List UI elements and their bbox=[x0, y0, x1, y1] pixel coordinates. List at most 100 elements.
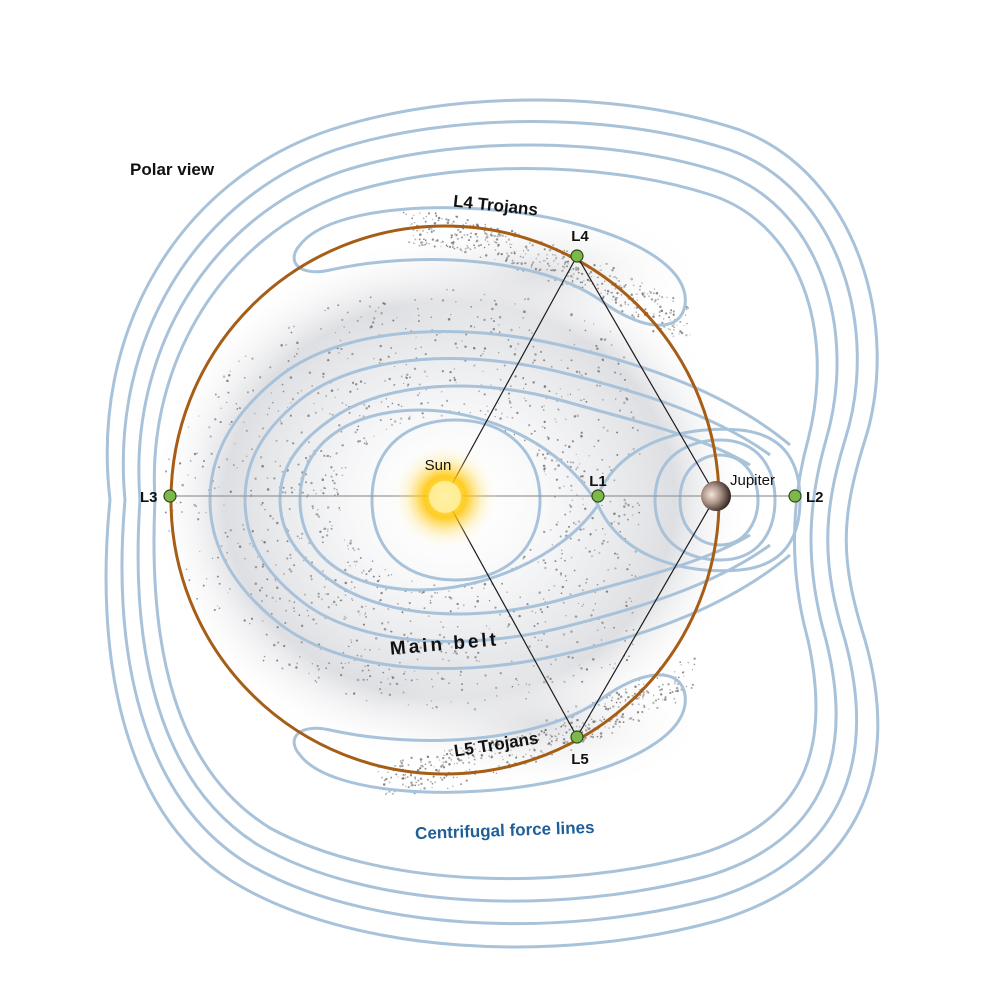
asteroid-dot bbox=[218, 582, 221, 585]
asteroid-dot bbox=[604, 707, 608, 710]
asteroid-dot bbox=[435, 768, 438, 772]
asteroid-dot bbox=[406, 385, 409, 387]
asteroid-dot bbox=[578, 584, 581, 588]
asteroid-dot bbox=[554, 418, 556, 420]
asteroid-dot bbox=[415, 336, 417, 339]
asteroid-dot bbox=[555, 460, 558, 462]
asteroid-dot bbox=[368, 570, 371, 573]
asteroid-dot bbox=[425, 242, 428, 244]
asteroid-dot bbox=[554, 560, 557, 563]
asteroid-dot bbox=[388, 682, 392, 686]
asteroid-dot bbox=[214, 393, 217, 396]
asteroid-dot bbox=[641, 282, 643, 284]
asteroid-dot bbox=[465, 651, 468, 654]
asteroid-dot bbox=[369, 649, 371, 651]
asteroid-dot bbox=[501, 582, 504, 585]
asteroid-dot bbox=[413, 645, 416, 649]
asteroid-dot bbox=[271, 517, 275, 520]
asteroid-dot bbox=[602, 472, 604, 475]
asteroid-dot bbox=[522, 755, 525, 758]
asteroid-dot bbox=[612, 725, 615, 729]
asteroid-dot bbox=[441, 240, 444, 243]
asteroid-dot bbox=[366, 678, 368, 681]
asteroid-dot bbox=[434, 591, 436, 594]
asteroid-dot bbox=[632, 447, 635, 451]
asteroid-dot bbox=[377, 306, 380, 309]
asteroid-dot bbox=[537, 733, 541, 736]
asteroid-dot bbox=[378, 361, 381, 364]
asteroid-dot bbox=[452, 652, 455, 655]
asteroid-dot bbox=[469, 236, 472, 238]
asteroid-dot bbox=[317, 595, 320, 598]
asteroid-dot bbox=[537, 738, 540, 742]
asteroid-dot bbox=[644, 308, 647, 311]
asteroid-dot bbox=[652, 701, 655, 705]
asteroid-dot bbox=[438, 633, 442, 637]
asteroid-dot bbox=[508, 754, 511, 757]
asteroid-dot bbox=[332, 479, 334, 482]
asteroid-dot bbox=[378, 579, 381, 581]
asteroid-dot bbox=[631, 703, 634, 706]
asteroid-dot bbox=[573, 415, 577, 418]
asteroid-dot bbox=[249, 622, 251, 625]
asteroid-dot bbox=[511, 416, 514, 419]
asteroid-dot bbox=[339, 339, 342, 342]
asteroid-dot bbox=[514, 375, 517, 378]
asteroid-dot bbox=[394, 764, 397, 767]
asteroid-dot bbox=[470, 232, 472, 235]
asteroid-dot bbox=[501, 739, 503, 742]
asteroid-dot bbox=[561, 257, 564, 260]
asteroid-dot bbox=[167, 458, 171, 461]
asteroid-dot bbox=[288, 663, 291, 666]
asteroid-dot bbox=[488, 243, 490, 246]
asteroid-dot bbox=[316, 664, 319, 668]
asteroid-dot bbox=[602, 295, 605, 298]
asteroid-dot bbox=[581, 605, 584, 607]
asteroid-dot bbox=[424, 220, 427, 223]
asteroid-dot bbox=[505, 241, 508, 243]
asteroid-dot bbox=[554, 269, 557, 271]
asteroid-dot bbox=[543, 420, 546, 424]
asteroid-dot bbox=[289, 414, 292, 417]
asteroid-dot bbox=[503, 364, 506, 367]
asteroid-dot bbox=[393, 383, 396, 386]
asteroid-dot bbox=[624, 698, 627, 701]
asteroid-dot bbox=[456, 762, 458, 765]
asteroid-dot bbox=[405, 213, 408, 216]
asteroid-dot bbox=[560, 592, 563, 595]
asteroid-dot bbox=[519, 596, 522, 599]
asteroid-dot bbox=[528, 743, 530, 745]
asteroid-dot bbox=[440, 765, 443, 768]
asteroid-dot bbox=[284, 622, 287, 624]
asteroid-dot bbox=[550, 459, 554, 462]
asteroid-dot bbox=[585, 547, 587, 549]
asteroid-dot bbox=[657, 698, 660, 701]
asteroid-dot bbox=[354, 383, 358, 386]
asteroid-dot bbox=[511, 259, 514, 262]
asteroid-dot bbox=[442, 626, 445, 629]
asteroid-dot bbox=[450, 646, 453, 649]
asteroid-dot bbox=[293, 564, 296, 567]
asteroid-dot bbox=[507, 254, 510, 258]
asteroid-dot bbox=[589, 533, 592, 536]
asteroid-dot bbox=[286, 540, 289, 543]
asteroid-dot bbox=[519, 255, 522, 258]
asteroid-dot bbox=[194, 477, 197, 479]
asteroid-dot bbox=[179, 501, 182, 504]
asteroid-dot bbox=[547, 437, 550, 440]
asteroid-dot bbox=[576, 268, 580, 271]
asteroid-dot bbox=[262, 427, 264, 430]
asteroid-dot bbox=[410, 679, 413, 682]
asteroid-dot bbox=[168, 530, 170, 532]
asteroid-dot bbox=[453, 247, 456, 250]
asteroid-dot bbox=[334, 396, 336, 399]
asteroid-dot bbox=[414, 778, 417, 780]
asteroid-dot bbox=[410, 784, 413, 787]
asteroid-dot bbox=[685, 685, 688, 688]
asteroid-dot bbox=[499, 613, 502, 616]
asteroid-dot bbox=[627, 695, 630, 699]
asteroid-dot bbox=[609, 500, 612, 503]
asteroid-dot bbox=[555, 735, 557, 738]
asteroid-dot bbox=[447, 219, 450, 222]
asteroid-dot bbox=[362, 403, 366, 407]
